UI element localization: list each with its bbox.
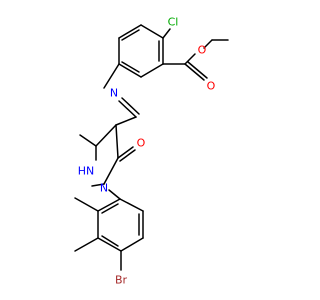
bond (162, 28, 171, 39)
bond (118, 100, 137, 118)
chlorine-label: Cl (168, 16, 179, 29)
bonds (74, 24, 229, 271)
bond (119, 198, 144, 212)
bond (91, 183, 105, 187)
bond (117, 146, 134, 159)
imine-nitrogen-label: N (110, 87, 118, 100)
bond (115, 116, 137, 126)
bromine-label: Br (115, 274, 128, 287)
bond (103, 63, 120, 89)
pyrazole-nitrogen-label: N (100, 182, 108, 195)
bond (74, 237, 99, 252)
pyrazole-nh-label: HN (78, 165, 95, 178)
bond (118, 24, 142, 39)
bond (97, 237, 122, 252)
bond (115, 124, 119, 159)
bond (140, 63, 164, 78)
bond (74, 197, 99, 212)
bond (187, 61, 208, 79)
bond (108, 189, 121, 200)
bond (140, 24, 164, 39)
atom-labels: Cl O O N O HN N Br (78, 16, 216, 287)
bond (120, 237, 144, 252)
bond (203, 39, 213, 49)
bond (79, 134, 97, 147)
ester-carbonyl-oxygen-label: O (207, 80, 216, 93)
bond (121, 97, 140, 115)
bond (101, 235, 119, 247)
bond (184, 63, 205, 81)
bond (121, 61, 140, 73)
bond (97, 198, 121, 212)
bond (184, 53, 196, 65)
bond (101, 203, 119, 214)
bond (95, 124, 117, 147)
bond (119, 149, 136, 162)
chemical-structure: Cl O O N O HN N Br (74, 16, 229, 287)
ketone-oxygen-label: O (137, 137, 146, 150)
bond (103, 157, 119, 185)
ester-ether-oxygen-label: O (198, 44, 207, 57)
bond (118, 63, 142, 78)
bond (121, 29, 140, 41)
